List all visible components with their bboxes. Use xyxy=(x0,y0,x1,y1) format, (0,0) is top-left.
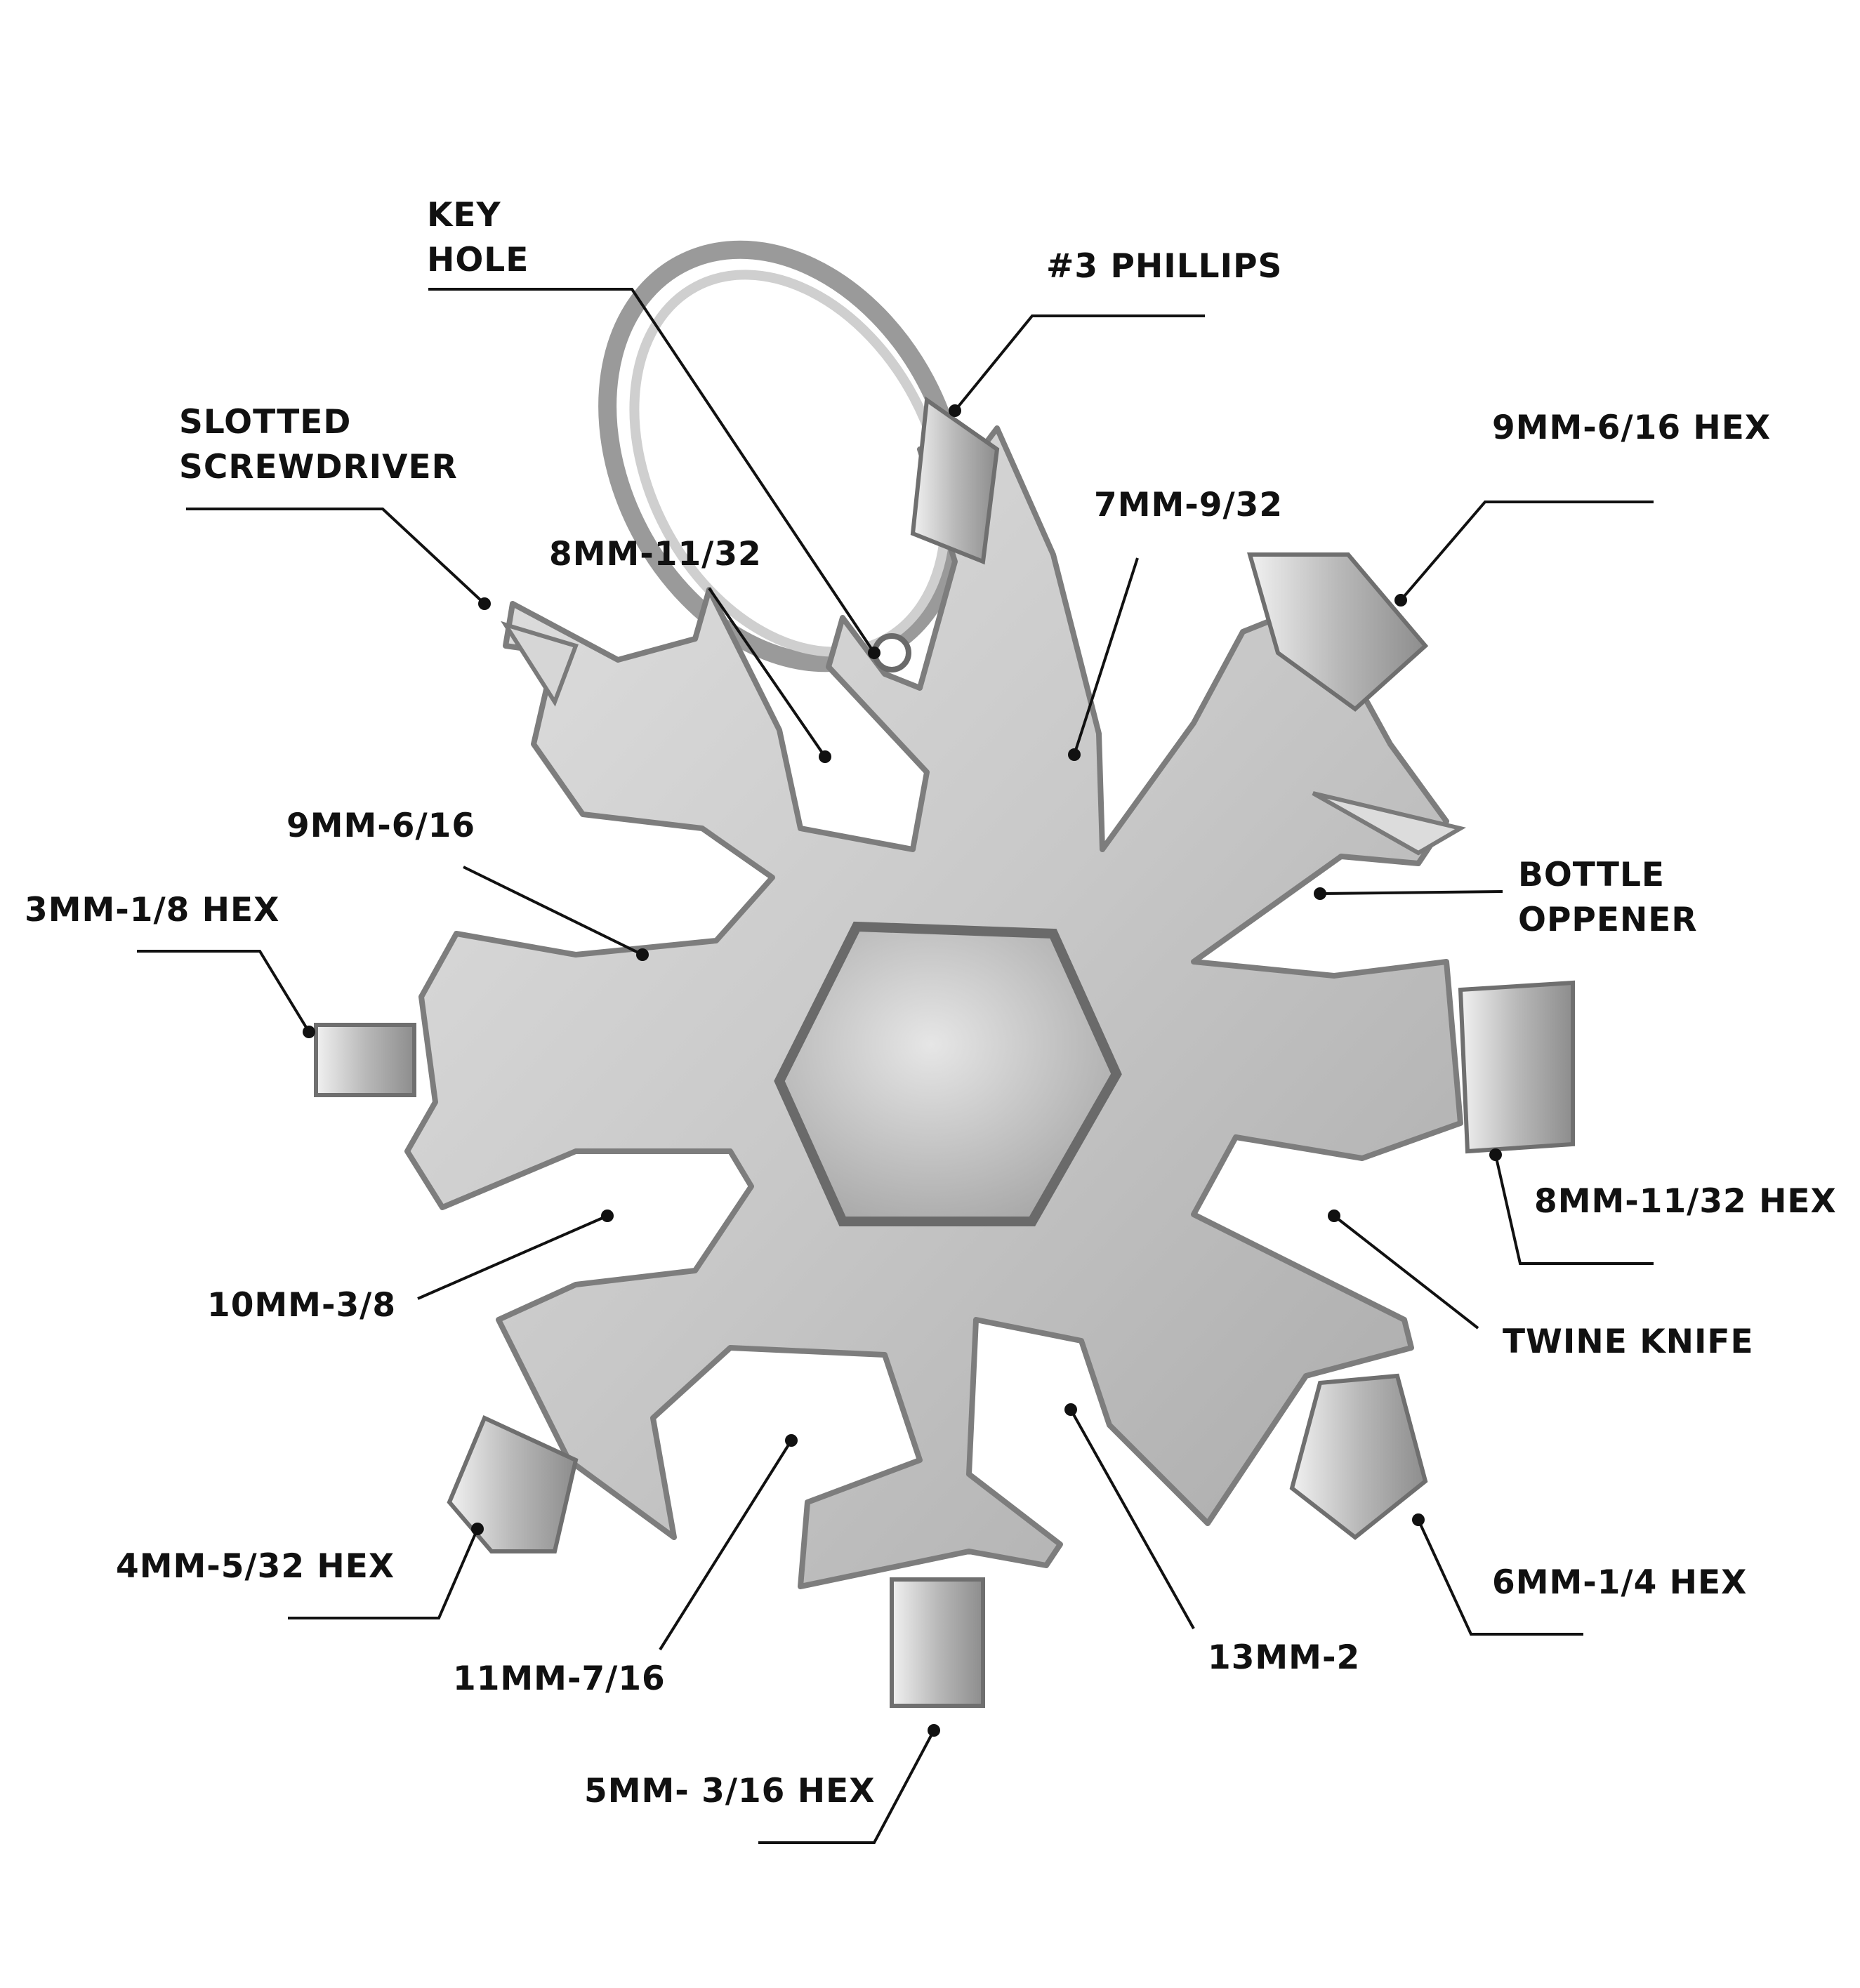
label-phillips: #3 PHILLIPS xyxy=(1046,247,1283,286)
label-wrench-11mm: 11MM-7/16 xyxy=(453,1659,666,1698)
label-bottle-line2: OPPENER xyxy=(1518,901,1698,939)
leader-wrench-8mm xyxy=(708,587,826,758)
leader-phillips xyxy=(954,314,1205,412)
leader-hex-5mm xyxy=(758,1730,935,1844)
leader-bottle xyxy=(1319,890,1503,895)
label-key-hole: KEY HOLE xyxy=(427,193,529,283)
label-hex-3mm: 3MM-1/8 HEX xyxy=(25,891,280,929)
leader-hex-9mm xyxy=(1399,501,1654,602)
label-slotted-line1: SLOTTED xyxy=(179,403,352,442)
label-bottle: BOTTLE OPPENER xyxy=(1518,853,1698,943)
label-key-hole-line2: HOLE xyxy=(427,241,529,279)
leader-wrench-13mm xyxy=(1069,1409,1195,1629)
leader-dots xyxy=(303,404,1502,1737)
label-hex-8mm: 8MM-11/32 HEX xyxy=(1534,1182,1837,1221)
leader-wrench-9mm xyxy=(463,866,643,956)
label-wrench-9mm: 9MM-6/16 xyxy=(286,807,476,845)
label-hex-9mm: 9MM-6/16 HEX xyxy=(1492,409,1772,447)
leader-hex-6mm xyxy=(1417,1519,1583,1636)
leader-wrench-10mm xyxy=(417,1214,608,1300)
label-key-hole-line1: KEY xyxy=(427,196,501,234)
label-slotted: SLOTTED SCREWDRIVER xyxy=(179,400,458,490)
label-hex-5mm: 5MM- 3/16 HEX xyxy=(584,1772,876,1810)
hex-socket-icon xyxy=(314,396,1575,1708)
label-slotted-line2: SCREWDRIVER xyxy=(179,448,458,486)
label-bottle-line1: BOTTLE xyxy=(1518,856,1666,894)
label-wrench-13mm: 13MM-2 xyxy=(1208,1638,1361,1677)
label-wrench-10mm: 10MM-3/8 xyxy=(207,1286,397,1325)
leader-key-hole xyxy=(428,288,876,654)
leader-twine xyxy=(1333,1214,1479,1330)
label-hex-6mm: 6MM-1/4 HEX xyxy=(1492,1563,1748,1602)
leader-lines xyxy=(137,288,1654,1844)
leader-hex-3mm xyxy=(137,950,310,1033)
leader-hex-4mm xyxy=(288,1528,479,1619)
center-hex-hole xyxy=(774,921,1122,1226)
snowflake-multitool-icon xyxy=(314,396,1575,1708)
leader-slotted xyxy=(186,508,486,605)
label-wrench-7mm: 7MM-9/32 xyxy=(1094,486,1284,524)
leader-wrench-7mm xyxy=(1073,557,1139,755)
label-hex-4mm: 4MM-5/32 HEX xyxy=(116,1547,395,1586)
leader-wrench-11mm xyxy=(659,1439,793,1651)
label-wrench-8mm: 8MM-11/32 xyxy=(549,535,762,574)
label-twine: TWINE KNIFE xyxy=(1503,1323,1754,1361)
leader-hex-8mm xyxy=(1494,1154,1654,1265)
